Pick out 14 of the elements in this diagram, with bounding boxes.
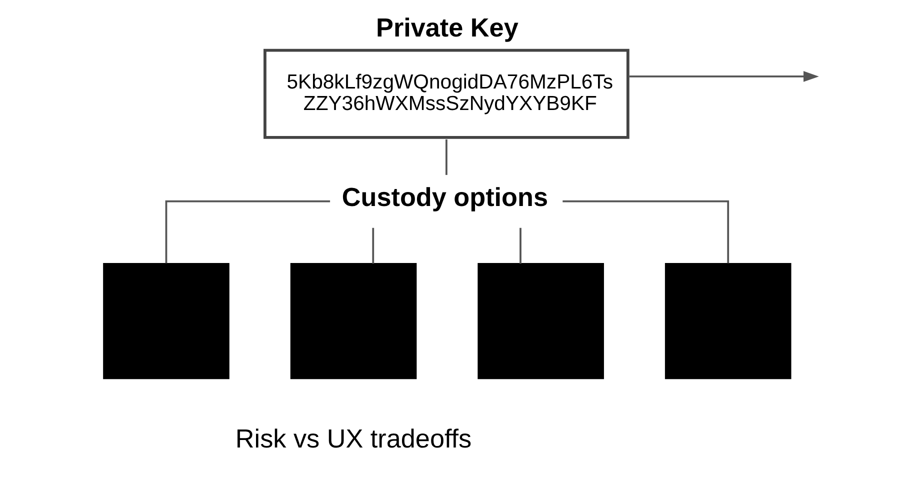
connector xyxy=(445,139,447,175)
connector xyxy=(519,228,521,264)
arrow xyxy=(628,71,818,82)
node-box xyxy=(477,263,604,380)
label: Risk vs UX tradeoffs xyxy=(234,423,472,454)
node-text: Custody options xyxy=(341,182,548,212)
connector xyxy=(372,228,374,264)
node-box xyxy=(290,263,416,380)
connector xyxy=(164,200,330,264)
node-box: 5Kb8kLf9zgWQnogidDA76MzPL6Ts ZZY36hWXMssSzNydYXYB9KF xyxy=(263,48,629,139)
node-box xyxy=(102,263,229,380)
node-label: Private Key xyxy=(376,12,518,42)
node-box xyxy=(664,263,791,380)
connector xyxy=(562,200,729,264)
